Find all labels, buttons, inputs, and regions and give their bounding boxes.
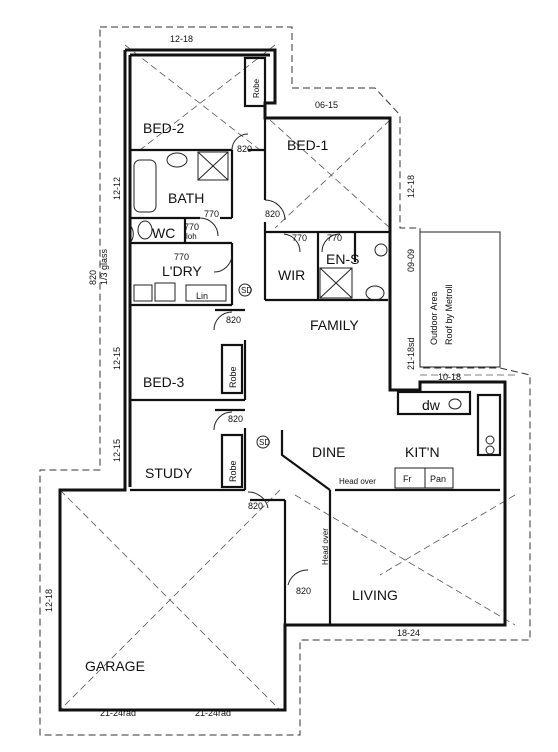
room-dine: DINE xyxy=(312,444,345,460)
dim-bed1-top: 06-15 xyxy=(315,100,338,110)
outdoor-labels: Outdoor Area Roof by Metroll xyxy=(429,284,454,345)
room-wc: WC xyxy=(152,225,175,241)
dim-garage-door-a: 21-24rad xyxy=(100,708,136,718)
dim-bath-left: 12-12 xyxy=(112,177,122,200)
fridge-label: Fr xyxy=(403,474,412,484)
linen-label: Lin xyxy=(196,291,208,301)
dishwasher-label: dw xyxy=(422,397,441,413)
door-laundry: 770 xyxy=(174,252,189,262)
fixtures xyxy=(133,151,495,455)
interior-walls xyxy=(130,56,502,625)
dim-left-glass-a: 820 xyxy=(88,270,98,285)
door-wc: 770 xyxy=(184,222,199,232)
dim-kitchen-top: 10-18 xyxy=(438,372,461,382)
door-bed2: 820 xyxy=(237,144,252,154)
dim-study-left: 12-15 xyxy=(112,439,122,462)
dim-family-right: 21-18sd xyxy=(406,337,416,370)
door-swings xyxy=(129,133,341,586)
head-over-label: Head over xyxy=(339,477,376,486)
outdoor-roof-label: Roof by Metroll xyxy=(444,284,454,345)
exterior-walls xyxy=(58,48,507,712)
dim-garage-left: 12-18 xyxy=(44,589,54,612)
door-bath: 770 xyxy=(204,209,219,219)
room-wir: WIR xyxy=(278,267,305,283)
roof-outline xyxy=(39,26,531,736)
room-bed1: BED-1 xyxy=(287,137,328,153)
smoke-detector-1: SD xyxy=(241,286,252,295)
room-laundry: L'DRY xyxy=(162,263,202,279)
door-living: 820 xyxy=(296,586,311,596)
dim-left-glass-b: 1/3 glass xyxy=(99,248,109,285)
loh-label: loh xyxy=(186,232,197,241)
room-study: STUDY xyxy=(145,465,193,481)
dim-top-bed2: 12-18 xyxy=(170,34,193,44)
door-bed1: 820 xyxy=(265,209,280,219)
robe-label-bed3: Robe xyxy=(228,366,238,388)
roof-hip-lines xyxy=(59,44,516,711)
room-family: FAMILY xyxy=(310,317,359,333)
room-ensuite: EN-S xyxy=(326,251,359,267)
door-labels: 820 820 770 770 770 770 770 820 820 820 … xyxy=(174,144,342,596)
room-living: LIVING xyxy=(352,587,398,603)
fixture-labels: Robe Robe Robe Lin dw Fr Pan Head over H… xyxy=(186,78,446,565)
door-wir: 770 xyxy=(292,233,307,243)
dim-garage-door-b: 21-24rad xyxy=(195,708,231,718)
room-labels: BED-2 BED-1 BATH WC L'DRY WIR EN-S FAMIL… xyxy=(85,120,440,674)
room-bed3: BED-3 xyxy=(143,374,184,390)
dim-bed3-left: 12-15 xyxy=(112,347,122,370)
door-bed3: 820 xyxy=(226,315,241,325)
outdoor-area-label: Outdoor Area xyxy=(429,291,439,345)
smoke-detector-2: SD xyxy=(259,438,270,447)
outdoor-area xyxy=(419,231,501,368)
room-bath: BATH xyxy=(168,190,204,206)
room-bed2: BED-2 xyxy=(143,120,184,136)
dimension-labels: 12-18 06-15 12-18 09-09 21-18sd 10-18 18… xyxy=(44,34,461,718)
pantry-label: Pan xyxy=(430,474,446,484)
dim-living-bottom: 18-24 xyxy=(397,628,420,638)
head-over-vertical-label: Head over xyxy=(321,528,330,565)
door-study: 820 xyxy=(228,414,243,424)
room-garage: GARAGE xyxy=(85,658,145,674)
room-kitchen: KIT'N xyxy=(405,444,440,460)
dim-ens-right: 09-09 xyxy=(406,249,416,272)
door-garage: 820 xyxy=(248,501,263,511)
robe-label-bed2: Robe xyxy=(252,78,261,98)
door-ensuite: 770 xyxy=(327,233,342,243)
robe-label-study: Robe xyxy=(228,460,238,482)
dim-bed1-right: 12-18 xyxy=(406,175,416,198)
